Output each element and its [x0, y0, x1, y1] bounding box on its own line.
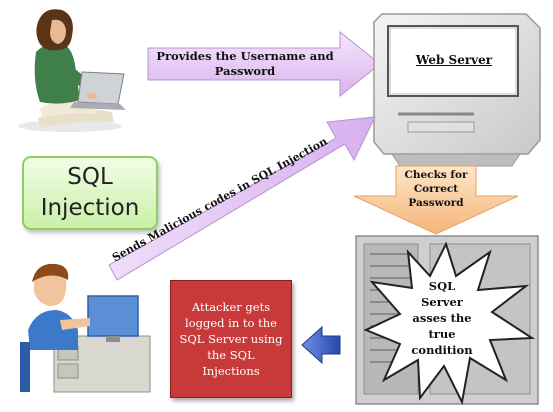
login-result-arrow	[301, 325, 341, 365]
result-line-3: SQL Server using	[179, 332, 283, 346]
web-server-label: Web Server	[415, 53, 493, 67]
starburst-callout	[363, 241, 536, 406]
check-line-2: Correct	[413, 183, 459, 195]
starburst-line-2: Server	[421, 295, 463, 309]
password-check-arrow	[353, 165, 519, 235]
malicious-code-arrow	[108, 116, 376, 281]
title-line-2: Injection	[40, 195, 140, 221]
sql-injection-title-box: SQL Injection	[22, 156, 158, 230]
result-line-1: Attacker gets	[191, 300, 271, 314]
password-check-label: Checks for Correct Password	[398, 168, 474, 210]
check-line-3: Password	[408, 197, 464, 209]
title-line-1: SQL	[67, 164, 113, 190]
credentials-arrow-label: Provides the Username and Password	[150, 49, 340, 79]
starburst-label: SQL Server asses the true condition	[404, 278, 480, 358]
credentials-line-1: Provides the Username and	[156, 49, 334, 63]
user-with-laptop-illustration	[18, 9, 126, 132]
attacker-illustration	[20, 263, 151, 393]
starburst-line-1: SQL	[428, 279, 456, 293]
starburst-line-5: condition	[411, 343, 473, 357]
attacker-result-box: Attacker gets logged in to the SQL Serve…	[170, 280, 292, 398]
result-line-5: Injections	[202, 364, 260, 378]
result-line-2: logged in to the	[185, 316, 277, 330]
starburst-line-3: asses the	[412, 311, 472, 325]
starburst-line-4: true	[428, 327, 456, 341]
result-line-4: the SQL	[207, 348, 255, 362]
credentials-arrow	[147, 30, 381, 98]
check-line-1: Checks for	[404, 169, 468, 181]
credentials-line-2: Password	[214, 64, 276, 78]
web-server-illustration	[373, 13, 541, 167]
